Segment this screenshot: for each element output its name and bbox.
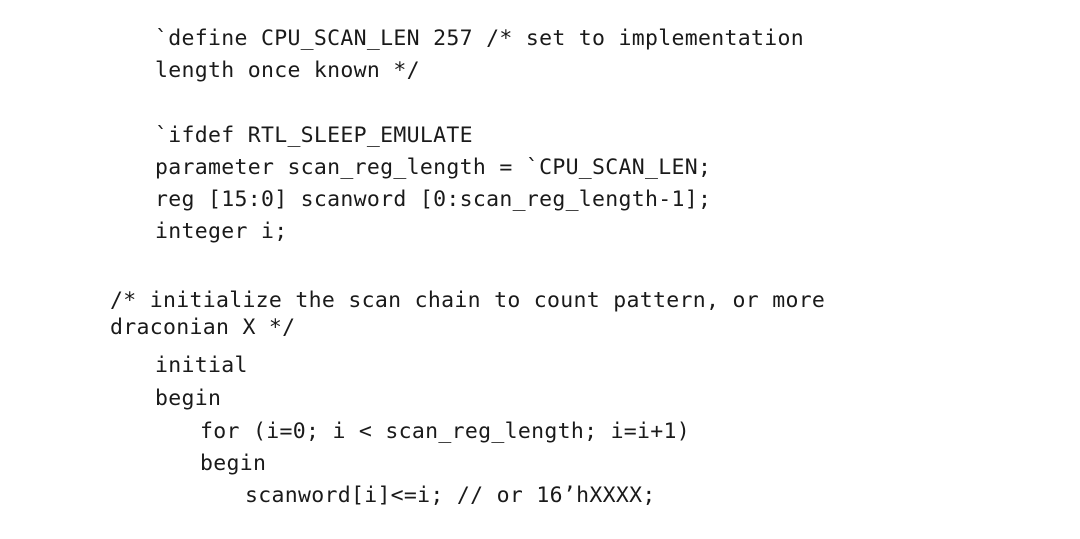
code-line-define: `define CPU_SCAN_LEN 257 /* set to imple…	[155, 26, 804, 51]
code-line-define-cont: length once known */	[155, 58, 420, 83]
code-line-for: for (i=0; i < scan_reg_length; i=i+1)	[200, 419, 691, 444]
code-line-integer: integer i;	[155, 219, 288, 244]
code-line-begin-inner: begin	[200, 451, 267, 476]
code-line-comment-cont: draconian X */	[110, 315, 296, 340]
code-line-reg: reg [15:0] scanword [0:scan_reg_length-1…	[155, 187, 712, 212]
code-line-initial: initial	[155, 353, 248, 378]
code-line-begin-outer: begin	[155, 386, 222, 411]
code-line-parameter: parameter scan_reg_length = `CPU_SCAN_LE…	[155, 155, 712, 180]
code-line-ifdef: `ifdef RTL_SLEEP_EMULATE	[155, 123, 473, 148]
code-line-comment: /* initialize the scan chain to count pa…	[110, 288, 826, 313]
code-line-assign: scanword[i]<=i; // or 16’hXXXX;	[245, 483, 656, 508]
